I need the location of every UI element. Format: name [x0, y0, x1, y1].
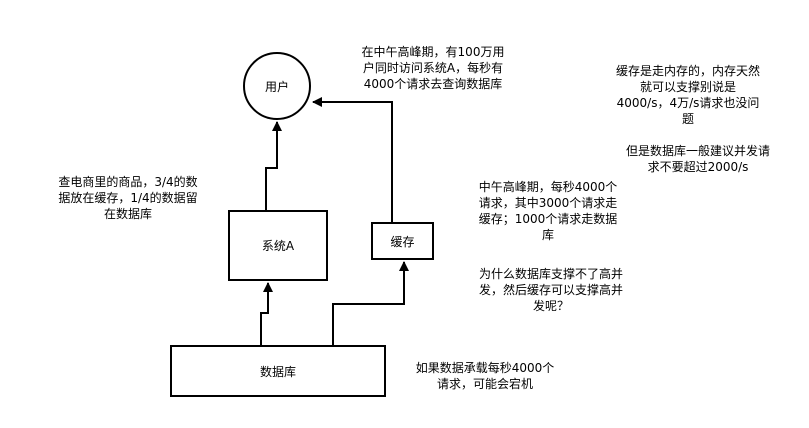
arrow-systema-to-user: [265, 121, 282, 210]
note-peak-split: 中午高峰期，每秒4000个 请求，其中3000个请求走 缓存；1000个请求走数…: [478, 180, 618, 242]
note-why-question: 为什么数据库支撑不了高并 发，然后缓存可以支撑高并 发呢？: [478, 267, 623, 313]
database-node: 数据库: [170, 345, 386, 397]
user-node: 用户: [243, 52, 311, 120]
cache-node: 缓存: [371, 222, 434, 260]
arrow-cache-to-user: [312, 97, 393, 222]
arrow-db-to-cache: [332, 261, 409, 345]
database-label: 数据库: [259, 364, 296, 379]
user-label: 用户: [264, 79, 289, 94]
note-peak-traffic: 在中午高峰期，有100万用 户同时访问系统A，每秒有 4000个请求去查询数据库: [361, 45, 505, 91]
system-a-label: 系统A: [261, 239, 295, 253]
note-cache-memory: 缓存是走内存的，内存天然 就可以支撑别说是 4000/s，4万/s请求也没问 题: [615, 64, 760, 126]
note-db-crash: 如果数据承载每秒4000个 请求，可能会宕机: [415, 361, 555, 391]
arrow-db-to-systema: [260, 282, 273, 345]
note-db-advice: 但是数据库一般建议并发请 求不要超过2000/s: [625, 144, 770, 174]
cache-label: 缓存: [390, 234, 415, 249]
note-product-query: 查电商里的商品，3/4的数 据放在缓存，1/4的数据留 在数据库: [58, 175, 198, 221]
system-a-node: 系统A: [228, 210, 328, 281]
